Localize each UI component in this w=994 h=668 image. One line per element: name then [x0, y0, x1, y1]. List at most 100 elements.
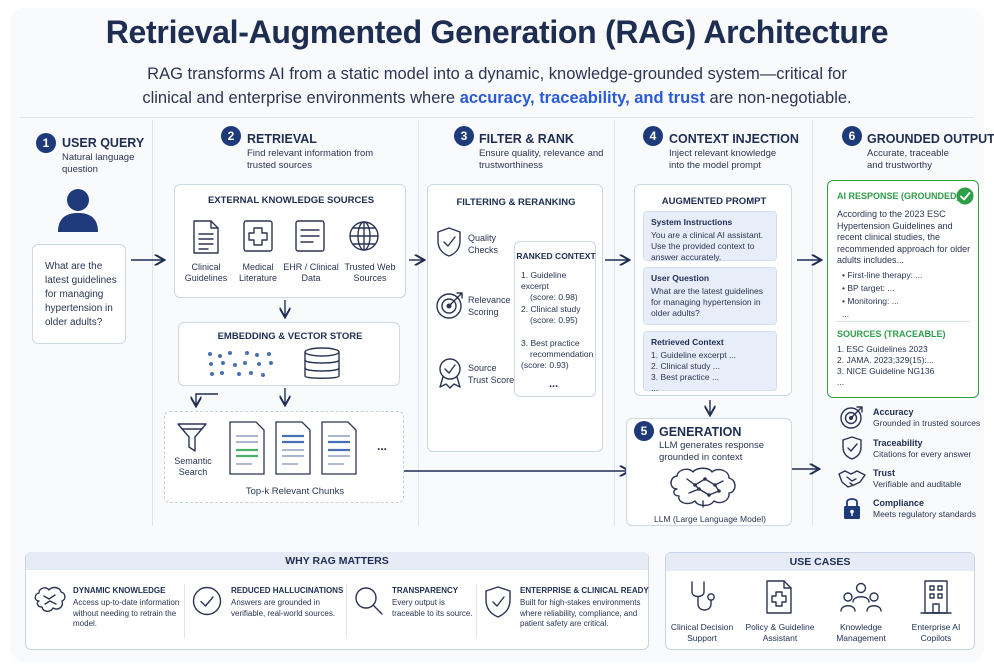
source-label: EHR / Clinical Data [283, 262, 339, 283]
source-citation: ... [837, 377, 845, 387]
check-circle-icon [192, 586, 222, 616]
database-icon [304, 347, 340, 379]
stage-desc: Find relevant information from trusted s… [247, 148, 374, 171]
stage-desc: LLM generates response grounded in conte… [659, 440, 765, 463]
stage-number: 2 [221, 126, 241, 146]
source-label: Medical Literature [238, 262, 278, 283]
document-cross-icon [766, 580, 792, 614]
why-divider [476, 584, 477, 638]
check-circle-icon [956, 187, 974, 205]
why-divider [346, 584, 347, 638]
user-question-text: What are the latest guidelines for manag… [651, 286, 763, 318]
why-item-title: REDUCED HALLUCINATIONS [231, 586, 344, 595]
ranked-item-score: (score: 0.93) [521, 360, 569, 370]
building-icon [920, 580, 952, 614]
ranked-item: 2. Clinical study (score: 0.95) [521, 304, 595, 326]
stage-desc: Natural language question [62, 152, 135, 175]
quality-checks-label: Quality Checks [468, 233, 499, 255]
stage-desc: Ensure quality, relevance and trustworth… [479, 148, 604, 171]
target-icon [840, 406, 863, 429]
stage-title-generation: GENERATION [659, 425, 742, 439]
handshake-icon [838, 470, 866, 488]
why-item-title: ENTERPRISE & CLINICAL READY [520, 586, 649, 595]
stage-title-context-injection: CONTEXT INJECTION [669, 132, 799, 146]
subtitle-text-end: are non-negotiable. [709, 89, 852, 107]
user-icon [58, 189, 98, 232]
ranked-item: 1. Guideline excerpt (score: 0.98) [521, 270, 595, 303]
augmented-prompt-box: AUGMENTED PROMPT System Instructions You… [634, 184, 792, 396]
response-bullet: • BP target: ... [842, 283, 895, 293]
stage-title-grounded-output: GROUNDED OUTPUT [867, 132, 994, 146]
column-divider [614, 120, 615, 526]
knowledge-sources-box: EXTERNAL KNOWLEDGE SOURCES Clinical Guid… [174, 184, 406, 298]
why-item-text: Access up-to-date information without ne… [73, 598, 180, 628]
ai-response-text: According to the 2023 ESC Hypertension G… [837, 209, 971, 265]
response-bullet-more: ... [842, 309, 850, 319]
benefit-text: Verifiable and auditable [873, 479, 962, 489]
stage-number: 6 [842, 126, 862, 146]
ai-response-title: AI RESPONSE (GROUNDED) [837, 191, 960, 201]
ranked-item-text: 3. Best practice recommendation [521, 338, 594, 359]
response-divider [836, 321, 970, 322]
stage-number: 3 [454, 126, 474, 146]
system-instructions-block: System Instructions You are a clinical A… [643, 211, 777, 262]
retrieved-context-block: Retrieved Context 1. Guideline excerpt .… [643, 331, 777, 393]
stage-desc: Inject relevant knowledge into the model… [669, 148, 777, 171]
user-query-box: What are the latest guidelines for manag… [32, 244, 126, 344]
target-icon [436, 292, 463, 319]
ranked-item: 3. Best practice recommendation (score: … [521, 338, 595, 371]
brain-icon [34, 586, 66, 612]
use-cases-title: USE CASES [789, 556, 851, 568]
bullet-text: First-line therapy: ... [847, 270, 923, 280]
use-case-label: Clinical Decision Support [670, 622, 734, 643]
ehr-document-icon [295, 220, 325, 252]
bullet-text: Monitoring: ... [847, 296, 899, 306]
why-item-title: DYNAMIC KNOWLEDGE [73, 586, 166, 595]
source-trust-score-label: Source Trust Score [468, 363, 515, 385]
ranked-item-score: (score: 0.98) [530, 292, 578, 302]
ranked-more-ellipsis: ... [549, 378, 559, 390]
shield-check-icon [485, 586, 511, 618]
stage-title-retrieval: RETRIEVAL [247, 132, 317, 146]
knowledge-sources-title: EXTERNAL KNOWLEDGE SOURCES [207, 195, 375, 206]
filtering-reranking-title: FILTERING & RERANKING [456, 197, 576, 208]
funnel-icon [177, 423, 207, 452]
top-k-chunks-label: Top-k Relevant Chunks [245, 486, 345, 497]
sources-list: 1. ESC Guidelines 2023 2. JAMA. 2023;329… [837, 344, 973, 388]
use-case-label: Policy & Guideline Assistant [745, 622, 815, 643]
sources-traceable-title: SOURCES (TRACEABLE) [837, 329, 946, 339]
retrieved-item: ... [651, 383, 659, 393]
retrieved-item: 2. Clinical study ... [651, 361, 720, 371]
page-subtitle: RAG transforms AI from a static model in… [0, 62, 994, 110]
stage-number: 5 [634, 421, 654, 441]
use-case-label: Enterprise AI Copilots [911, 622, 961, 643]
ai-response-box: AI RESPONSE (GROUNDED) According to the … [827, 180, 979, 398]
column-divider [812, 120, 813, 526]
llm-label: LLM (Large Language Model) [654, 514, 766, 524]
embedding-store-box: EMBEDDING & VECTOR STORE [178, 322, 400, 386]
system-instructions-title: System Instructions [651, 217, 733, 227]
use-cases-header: USE CASES [666, 553, 974, 571]
document-icon [193, 220, 219, 254]
filtering-reranking-box: FILTERING & RERANKING Quality Checks Rel… [427, 184, 603, 452]
response-bullet: • Monitoring: ... [842, 296, 899, 306]
column-divider [152, 120, 153, 526]
header-divider [20, 117, 974, 118]
generation-box: 5 GENERATION LLM generates response grou… [626, 418, 792, 526]
retrieved-item: 1. Guideline excerpt ... [651, 350, 737, 360]
ranked-item-text: 2. Clinical study [521, 304, 581, 314]
augmented-prompt-title: AUGMENTED PROMPT [661, 196, 767, 207]
source-label: Clinical Guidelines [184, 262, 228, 283]
stethoscope-icon [691, 581, 715, 611]
why-rag-matters-header: WHY RAG MATTERS [26, 552, 648, 570]
more-chunks-ellipsis: ... [377, 439, 388, 453]
benefit-title: Traceability [873, 438, 923, 448]
subtitle-line-2: clinical and enterprise environments whe… [0, 86, 994, 110]
use-case-label: Knowledge Management [836, 622, 886, 643]
medical-cross-icon [243, 220, 273, 252]
why-item-text: Built for high-stakes environments where… [520, 598, 641, 628]
semantic-search-label: Semantic Search [174, 456, 212, 477]
why-item-text: Answers are grounded in verifiable, real… [231, 598, 336, 618]
brain-icon [670, 467, 736, 508]
